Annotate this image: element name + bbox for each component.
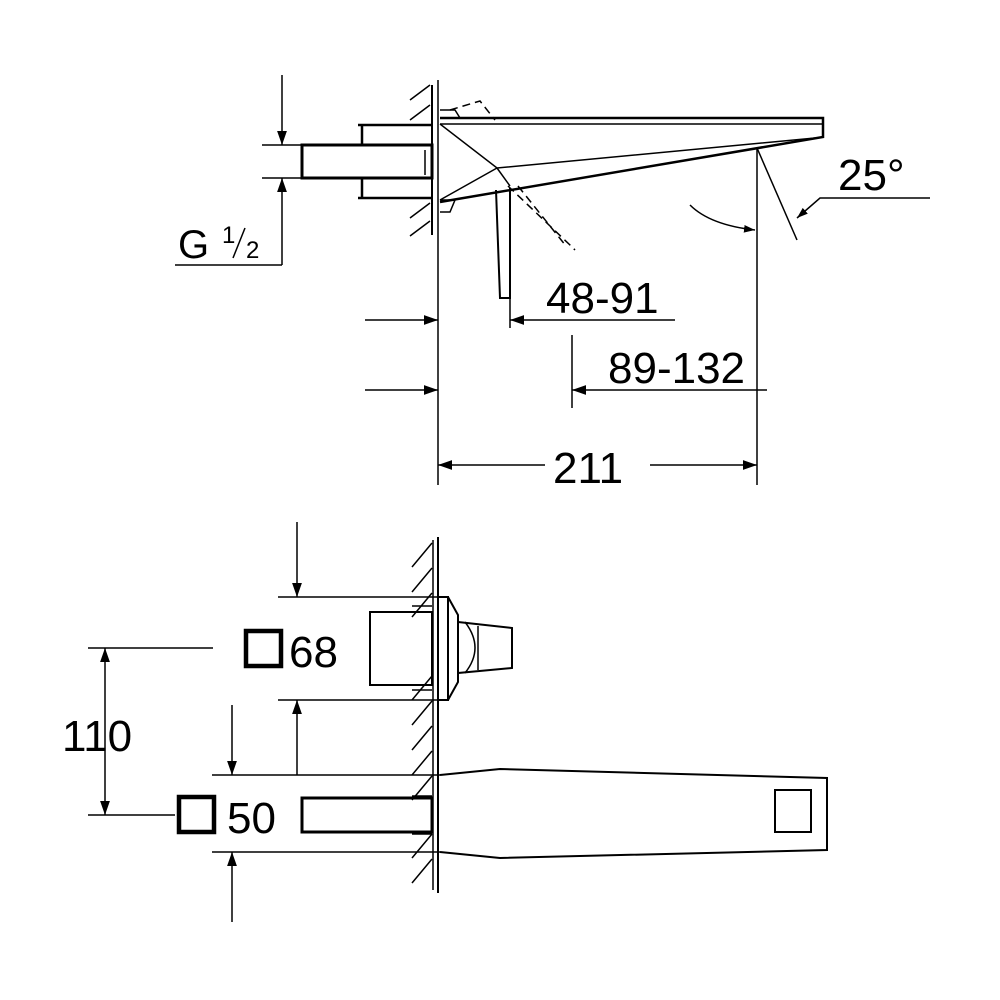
spout-side — [439, 109, 825, 213]
square-symbol-icon — [176, 794, 217, 835]
handle-front — [369, 596, 513, 701]
spout-range-dimension — [365, 245, 767, 485]
front-view — [88, 522, 828, 922]
angle-label: 25° — [838, 151, 905, 200]
spout-size-label: 50 — [227, 794, 276, 843]
side-view — [175, 75, 930, 485]
wall-front — [411, 537, 439, 893]
square-symbol-icon — [243, 628, 284, 669]
thread-dimension — [175, 75, 302, 266]
connection-body-side — [300, 123, 434, 200]
spout-front — [300, 767, 828, 860]
spout-range-label: 89-132 — [608, 344, 745, 393]
spacing-dimension — [88, 648, 175, 816]
fraction-slash — [232, 227, 246, 259]
thread-fraction-denominator: 2 — [246, 237, 259, 264]
lever-side — [449, 100, 576, 299]
thread-fraction-numerator: 1 — [222, 222, 235, 249]
length-label: 211 — [553, 444, 623, 493]
lever-range-dimension — [365, 298, 675, 328]
wall-side — [409, 80, 439, 485]
thread-label: G — [178, 223, 209, 267]
angle-dimension — [689, 147, 930, 245]
spout-size-dimension — [212, 705, 440, 922]
lever-range-label: 48-91 — [546, 274, 659, 323]
handle-size-dimension — [88, 522, 437, 775]
handle-size-label: 68 — [289, 628, 338, 677]
spacing-label: 110 — [62, 712, 132, 761]
